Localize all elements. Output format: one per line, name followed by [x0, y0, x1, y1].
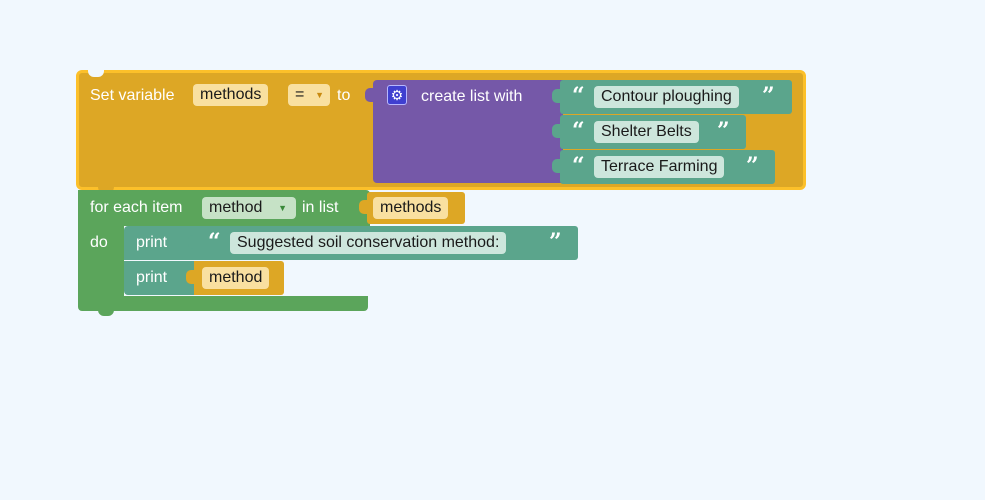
do-label: do: [90, 234, 108, 251]
print-text-output-tab: [188, 235, 196, 249]
method-variable-output-tab: [186, 270, 194, 284]
print-label-2: print: [136, 269, 168, 286]
open-quote-icon: “: [572, 153, 585, 179]
set-block-top-notch: [88, 70, 104, 77]
operator-dropdown[interactable]: = ▼: [288, 84, 330, 106]
print-label-1: print: [136, 234, 168, 251]
list-variable-output-tab: [359, 200, 367, 214]
loop-variable-value: method: [209, 199, 263, 216]
in-list-label: in list: [302, 199, 339, 216]
print-block-2[interactable]: [124, 261, 198, 295]
close-quote-icon: ”: [762, 83, 775, 109]
set-variable-label: Set variable: [90, 87, 175, 104]
create-list-label: create list with: [421, 88, 523, 105]
close-quote-icon: ”: [746, 153, 759, 179]
close-quote-icon: ”: [717, 118, 730, 144]
text-item-1[interactable]: Contour ploughing: [594, 86, 739, 108]
set-block-bottom-tab: [98, 186, 114, 193]
print-block-1[interactable]: [124, 226, 198, 260]
for-block-bottom-tab: [98, 309, 114, 316]
operator-value: =: [295, 86, 305, 103]
open-quote-icon: “: [572, 118, 585, 144]
text-item-2[interactable]: Shelter Belts: [594, 121, 699, 143]
open-quote-icon: “: [208, 229, 221, 255]
gear-icon[interactable]: ⚙: [387, 85, 407, 105]
item-3-output-tab: [552, 159, 560, 173]
list-variable-name[interactable]: methods: [373, 197, 449, 219]
variable-dropdown[interactable]: methods: [193, 84, 269, 106]
item-2-output-tab: [552, 124, 560, 138]
for-each-label: for each item: [90, 199, 183, 216]
list-block-output-tab: [365, 88, 373, 102]
close-quote-icon: ”: [549, 229, 562, 255]
method-variable-name[interactable]: method: [202, 267, 270, 289]
to-label: to: [337, 87, 351, 104]
print-text-value[interactable]: Suggested soil conservation method:: [230, 232, 507, 254]
item-1-output-tab: [552, 89, 560, 103]
text-item-3[interactable]: Terrace Farming: [594, 156, 725, 178]
for-each-block-spine: [78, 226, 124, 298]
for-each-block-footer: [78, 296, 368, 311]
loop-variable-dropdown[interactable]: method ▼: [202, 197, 296, 219]
chevron-down-icon: ▼: [315, 90, 324, 100]
chevron-down-icon: ▼: [278, 203, 287, 213]
open-quote-icon: “: [572, 83, 585, 109]
